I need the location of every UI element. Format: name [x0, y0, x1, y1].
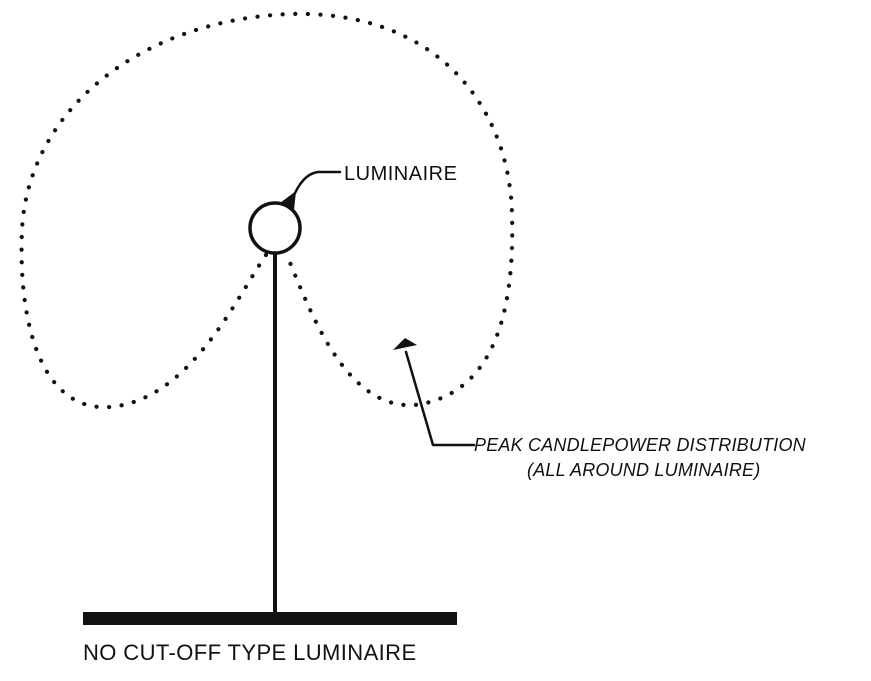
luminaire-arrowhead	[280, 191, 296, 210]
luminaire-head	[248, 201, 302, 255]
luminaire-label: LUMINAIRE	[344, 163, 457, 185]
peak-label-line-1: PEAK CANDLEPOWER DISTRIBUTION	[474, 435, 807, 455]
peak-arrowhead	[393, 338, 417, 350]
ground-bar	[83, 612, 457, 625]
peak-label-line-2: (ALL AROUND LUMINAIRE)	[527, 460, 760, 480]
peak-leader-line	[404, 350, 476, 447]
luminaire-leader-line	[290, 170, 342, 202]
diagram-title: NO CUT-OFF TYPE LUMINAIRE	[83, 640, 417, 665]
